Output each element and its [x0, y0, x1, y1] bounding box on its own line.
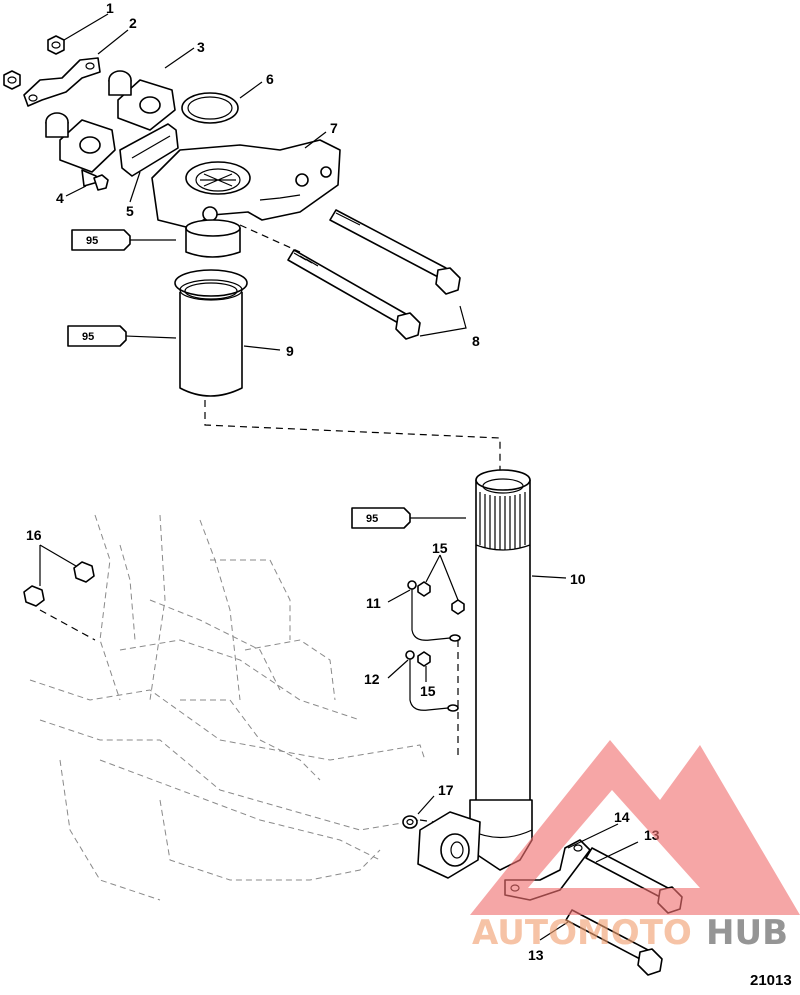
- label-13-lower: 13: [528, 947, 544, 963]
- label-8: 8: [472, 333, 480, 349]
- part-2-plate: [23, 57, 101, 107]
- lubricant-tube-top: 95: [71, 229, 176, 251]
- assembly-line-7-to-8: [239, 224, 301, 253]
- tube-middle-label: 95: [82, 331, 94, 343]
- part-3-mount-lower: [45, 112, 116, 173]
- part-15-screw-c: [417, 651, 431, 667]
- part-17-washer: [402, 815, 418, 829]
- part-11-ground-cable: [407, 580, 461, 642]
- label-12: 12: [364, 671, 380, 687]
- part-15-screw-b: [451, 599, 465, 615]
- label-10: 10: [570, 571, 586, 587]
- label-16: 16: [26, 527, 42, 543]
- part-13-bolt-lower: [565, 909, 663, 976]
- watermark-logo-triangle: [470, 740, 800, 915]
- label-6: 6: [266, 71, 274, 87]
- callout-labels: 1 2 3 4 5 6 7 8 9 10 11 12 13 13 14 15 1…: [26, 0, 660, 963]
- lubricant-tube-middle: 95: [67, 325, 177, 347]
- label-3: 3: [197, 39, 205, 55]
- watermark-text-part2: HUB: [706, 913, 788, 953]
- leader-lines: [39, 13, 639, 941]
- label-9: 9: [286, 343, 294, 359]
- part-1-nut: [47, 35, 65, 55]
- label-15-upper: 15: [432, 540, 448, 556]
- assembly-line-16: [39, 609, 96, 641]
- assembly-line-9-to-10: [204, 400, 501, 470]
- part-4-bolt: [81, 169, 109, 191]
- label-11: 11: [366, 595, 381, 611]
- midsection-housing-outline: [29, 514, 426, 901]
- part-8-bolt-lower: [287, 249, 421, 340]
- label-1: 1: [106, 0, 114, 16]
- lubricant-tube-right: 95: [351, 507, 466, 529]
- label-5: 5: [126, 203, 134, 219]
- watermark: AUTOMOTO HUB: [470, 740, 800, 953]
- label-15-lower: 15: [420, 683, 436, 699]
- part-8-bolt-upper: [329, 209, 461, 295]
- part-9-sleeve: [174, 269, 248, 397]
- label-4: 4: [56, 190, 64, 206]
- part-16-nut-b: [73, 561, 95, 583]
- lower-mount: [417, 811, 481, 879]
- tube-top-label: 95: [86, 235, 98, 247]
- part-12-ground-cable: [405, 650, 459, 712]
- label-2: 2: [129, 15, 137, 31]
- figure-number: 21013: [750, 972, 792, 989]
- part-7-swivel-bracket: [151, 139, 341, 229]
- label-17: 17: [438, 782, 454, 798]
- upper-bushing: [185, 219, 241, 258]
- label-14: 14: [614, 809, 630, 825]
- part-nut-left: [3, 70, 21, 90]
- part-10-shaft: [469, 469, 533, 871]
- label-7: 7: [330, 120, 338, 136]
- watermark-text-part1: AUTOMOTO: [472, 913, 692, 953]
- part-5-spacer: [119, 123, 179, 177]
- tube-right-label: 95: [366, 513, 378, 525]
- part-3-mount-upper: [108, 70, 176, 131]
- part-15-screw-a: [417, 581, 431, 597]
- part-16-nut-a: [23, 585, 45, 607]
- part-6-o-ring: [181, 92, 239, 124]
